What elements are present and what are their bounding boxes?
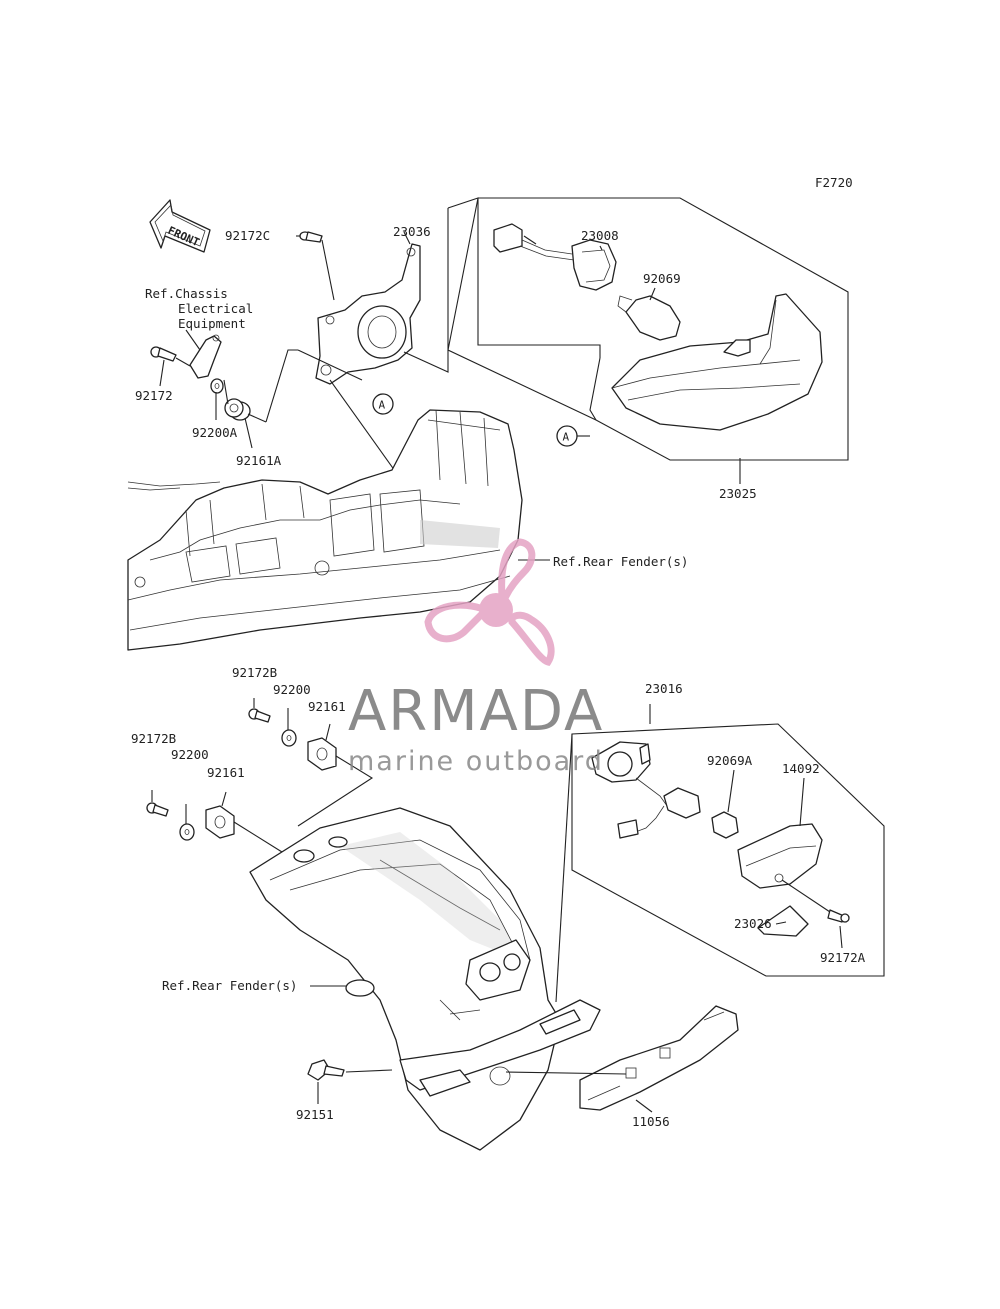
label-92161-upper: 92161 (308, 699, 346, 714)
lamp-housing-23016 (591, 741, 671, 811)
bulb-92069 (617, 295, 681, 341)
armada-watermark-logo: ARMADA marine outboard (348, 538, 604, 777)
svg-text:A: A (379, 399, 386, 412)
label-14092: 14092 (782, 761, 820, 776)
front-direction-arrow: FRONT (149, 199, 211, 253)
socket-23008 (493, 223, 617, 291)
label-23036: 23036 (393, 224, 431, 239)
label-92151: 92151 (296, 1107, 334, 1122)
screw-92172 (150, 346, 177, 362)
washer-92200-upper (281, 729, 297, 747)
tail-lamp-lens-23025 (611, 293, 823, 431)
label-92200-upper: 92200 (273, 682, 311, 697)
callout-a-right: A (556, 425, 578, 447)
label-23016: 23016 (645, 681, 683, 696)
label-92200A: 92200A (192, 425, 238, 440)
label-92161A: 92161A (236, 453, 282, 468)
watermark-title: ARMADA (348, 679, 604, 744)
bolt-92151 (307, 1059, 345, 1081)
cover-23026 (757, 905, 809, 937)
ref-chassis-line1: Ref.Chassis (145, 286, 228, 301)
bulb-92069A (711, 811, 739, 839)
watermark-subtitle: marine outboard (348, 746, 604, 777)
label-23026: 23026 (734, 916, 772, 931)
screw-92172C (299, 231, 323, 243)
clamp-chassis (189, 334, 222, 379)
label-23008: 23008 (581, 228, 619, 243)
label-92172B-upper: 92172B (232, 665, 277, 680)
rear-fender-lower (249, 807, 601, 1151)
label-92172C: 92172C (225, 228, 270, 243)
grommet-92161A (224, 398, 251, 421)
taillight-group-box (447, 197, 849, 461)
propeller-logo-icon (424, 538, 555, 666)
ref-chassis-line2: Electrical (178, 301, 253, 316)
label-92069A: 92069A (707, 753, 753, 768)
ref-rear-fender-top: Ref.Rear Fender(s) (553, 554, 688, 569)
label-92069: 92069 (643, 271, 681, 286)
figure-code: F2720 (815, 175, 853, 190)
label-23025: 23025 (719, 486, 757, 501)
rear-frame-section (127, 409, 523, 651)
grommet-92161-upper (307, 737, 337, 771)
ref-chassis-line3: Equipment (178, 316, 246, 331)
callout-a-left: A (372, 393, 394, 415)
screw-92172B-lower (146, 802, 169, 817)
svg-text:A: A (563, 431, 570, 444)
label-92172: 92172 (135, 388, 173, 403)
label-92161-lower: 92161 (207, 765, 245, 780)
lens-14092 (737, 823, 823, 889)
bracket-23036 (315, 243, 421, 385)
screw-92172A (827, 909, 850, 923)
washer-92200A (210, 378, 224, 394)
label-92200-lower: 92200 (171, 747, 209, 762)
grommet-92161-lower (205, 805, 235, 839)
ref-rear-fender-bottom: Ref.Rear Fender(s) (162, 978, 297, 993)
license-lamp-group-box (571, 723, 885, 977)
label-11056: 11056 (632, 1114, 670, 1129)
license-bracket-11056 (579, 1005, 739, 1111)
washer-92200-lower (179, 823, 195, 841)
lamp-socket (617, 787, 701, 839)
label-92172B-lower: 92172B (131, 731, 176, 746)
label-92172A: 92172A (820, 950, 866, 965)
screw-92172B-upper (248, 708, 271, 723)
